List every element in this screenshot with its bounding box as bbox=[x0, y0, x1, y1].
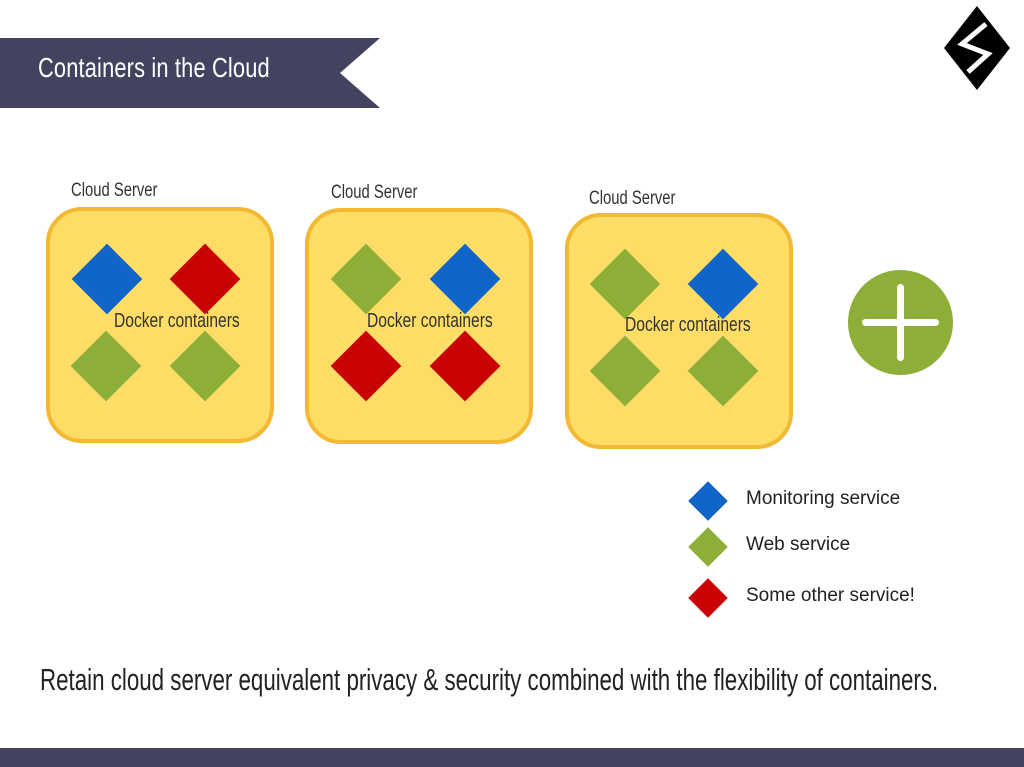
slide-caption: Retain cloud server equivalent privacy &… bbox=[40, 662, 939, 697]
docker-containers-label-2: Docker containers bbox=[367, 310, 493, 332]
page-title: Containers in the Cloud bbox=[38, 52, 270, 83]
legend-swatch-web bbox=[688, 527, 728, 567]
cloud-server-3 bbox=[565, 213, 793, 449]
footer-bar bbox=[0, 748, 1024, 767]
docker-containers-label-1: Docker containers bbox=[114, 310, 240, 332]
legend-label-monitoring: Monitoring service bbox=[746, 488, 901, 509]
cloud-server-2 bbox=[305, 208, 533, 444]
docker-containers-label-3: Docker containers bbox=[625, 314, 751, 336]
brand-logo bbox=[944, 6, 1010, 90]
server-label-2: Cloud Server bbox=[331, 182, 418, 203]
add-server-button[interactable] bbox=[848, 270, 953, 375]
legend-label-other: Some other service! bbox=[746, 585, 915, 606]
server-label-1: Cloud Server bbox=[71, 180, 158, 201]
title-banner bbox=[0, 38, 380, 108]
legend-swatch-other bbox=[688, 578, 728, 618]
cloud-server-1 bbox=[46, 207, 274, 443]
server-label-3: Cloud Server bbox=[589, 188, 676, 209]
legend-swatch-monitoring bbox=[688, 481, 728, 521]
legend-label-web: Web service bbox=[746, 534, 851, 555]
